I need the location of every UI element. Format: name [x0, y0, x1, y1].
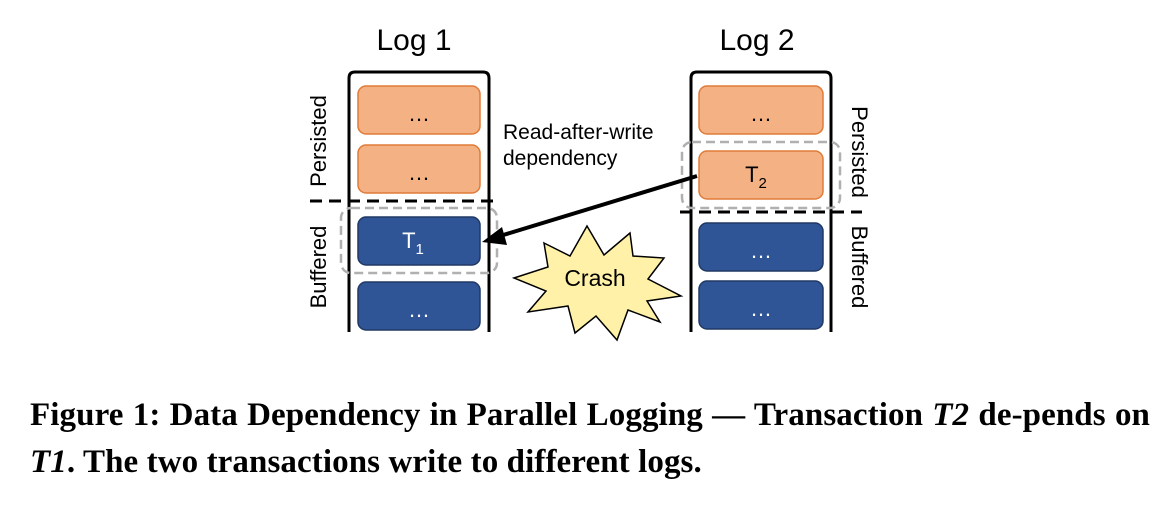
log1-buffered-label: Buffered — [306, 226, 331, 309]
caption-prefix: Figure 1: Data Dependency in Parallel Lo… — [30, 397, 933, 433]
log2-container — [689, 70, 833, 332]
log2-entry-3-label: … — [750, 238, 772, 263]
dependency-label-line1: Read-after-write — [503, 121, 654, 144]
log2-entry-2 — [698, 150, 824, 200]
dependency-arrow-head — [482, 227, 507, 245]
log2-entry-4-label: … — [750, 296, 772, 321]
log1-entry-2 — [357, 144, 481, 194]
log1-persisted-label: Persisted — [306, 95, 331, 187]
log2-persisted-label: Persisted — [847, 106, 872, 198]
log2-entry-2-sub: 2 — [759, 175, 767, 192]
log1-entry-3-main: T — [402, 228, 415, 253]
log1-entry-2-label: … — [408, 160, 430, 185]
parallel-logging-diagram: Log 1 … … T1 … Persisted Buffered Log 2 … — [306, 24, 872, 342]
log2-title: Log 2 — [719, 24, 794, 57]
crash-label: Crash — [564, 265, 625, 291]
caption-mid: de-pends on — [969, 397, 1150, 433]
log2-entry-2-main: T — [745, 162, 758, 187]
dependency-label-line2: dependency — [503, 147, 618, 170]
log2-entry-2-label: T2 — [745, 162, 767, 192]
log1-entry-3-sub: 1 — [416, 241, 424, 258]
dependency-label: Read-after-write dependency — [503, 121, 659, 170]
log1-entry-1 — [357, 85, 481, 135]
dependency-arrow-shaft — [499, 174, 698, 238]
log1-entry-4 — [357, 281, 481, 331]
log1-entry-1-label: … — [408, 101, 430, 126]
log2-entry-1 — [698, 85, 824, 135]
log2-entry-4 — [698, 280, 824, 330]
log1-entry-3-label: T1 — [402, 228, 424, 258]
log1-entry-3 — [357, 216, 481, 266]
crash-burst — [511, 224, 684, 342]
log1-entry-4-label: … — [408, 297, 430, 322]
t2-highlight — [680, 140, 842, 210]
log2-entry-1-label: … — [750, 101, 772, 126]
log1-title: Log 1 — [376, 24, 451, 57]
caption-t2: T2 — [932, 397, 970, 433]
log2-buffered-label: Buffered — [847, 226, 872, 309]
log1-container — [347, 70, 491, 332]
figure-caption: Figure 1: Data Dependency in Parallel Lo… — [30, 392, 1150, 486]
log2-entry-3 — [698, 222, 824, 272]
caption-suffix: . The two transactions write to differen… — [66, 444, 702, 480]
caption-t1: T1 — [30, 444, 67, 480]
